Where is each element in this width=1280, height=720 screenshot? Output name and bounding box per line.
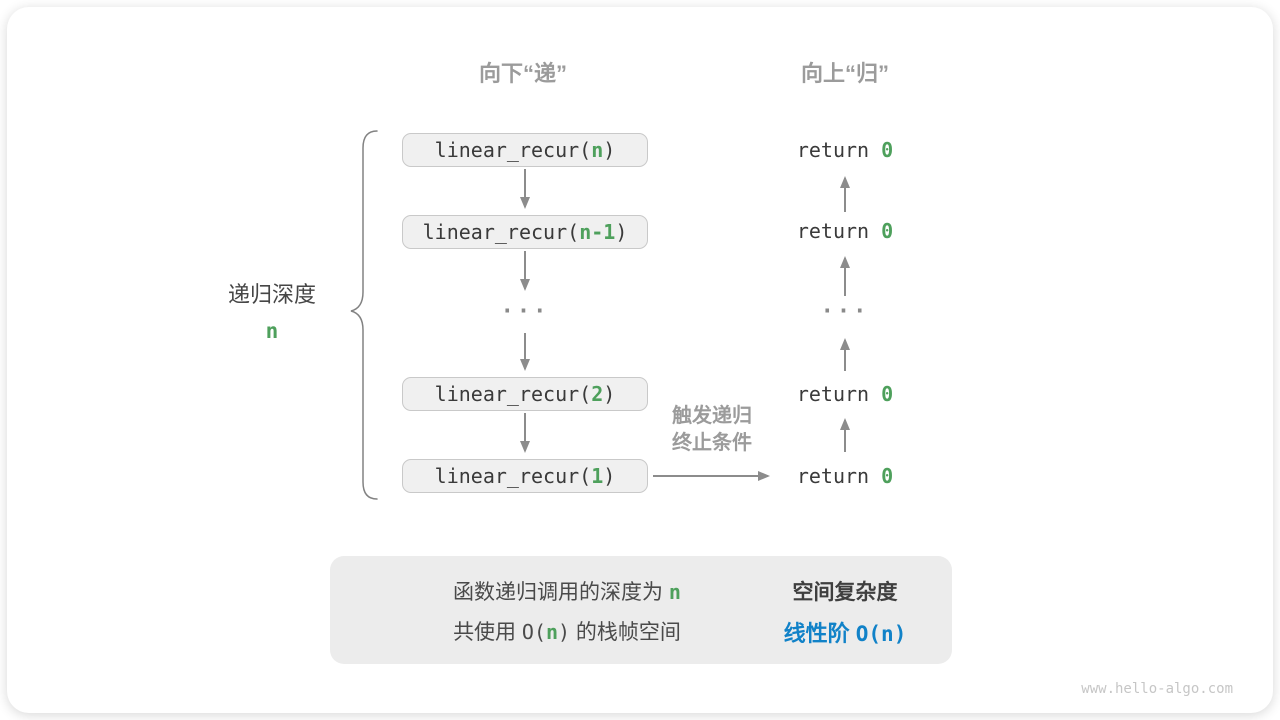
call-text: linear_recur(	[422, 220, 580, 244]
return-row-1: return 0	[797, 138, 893, 162]
return-row-4: return 0	[797, 464, 893, 488]
result-order: 线性阶	[783, 621, 856, 646]
header-ascend: 向上“归”	[800, 61, 890, 86]
summary-box	[330, 556, 952, 664]
summary-text: 函数递归调用的深度为	[453, 581, 669, 604]
trigger-line-1: 触发递归	[672, 405, 752, 427]
summary-arg: n	[668, 580, 681, 604]
call-box-n-1: linear_recur(n-1)	[402, 215, 648, 249]
call-text: linear_recur(	[434, 464, 592, 488]
call-text: linear_recur(	[434, 382, 592, 406]
watermark: www.hello-algo.com	[1081, 681, 1233, 697]
call-box-2: linear_recur(2)	[402, 377, 648, 411]
call-arg: 1	[591, 464, 604, 488]
summary-arg: n	[546, 620, 559, 644]
call-box-1: linear_recur(1)	[402, 459, 648, 493]
return-row-2: return 0	[797, 219, 893, 243]
result-title: 空间复杂度	[792, 581, 898, 604]
call-close: )	[615, 220, 628, 244]
return-value: 0	[881, 138, 894, 162]
call-close: )	[603, 138, 616, 162]
depth-label: 递归深度	[227, 282, 317, 307]
trigger-label: 触发递归 终止条件	[672, 403, 752, 457]
header-descend: 向下“递”	[478, 61, 568, 86]
summary-text: 的栈帧空间	[570, 621, 681, 644]
return-value: 0	[881, 382, 894, 406]
result-big-o: O(n)	[855, 622, 907, 646]
call-text: linear_recur(	[434, 138, 592, 162]
ellipsis-right: ...	[820, 293, 870, 319]
summary-line-2: 共使用 O(n) 的栈帧空间	[453, 616, 681, 646]
depth-value: n	[265, 319, 279, 343]
return-row-3: return 0	[797, 382, 893, 406]
return-value: 0	[881, 464, 894, 488]
summary-line-1: 函数递归调用的深度为 n	[453, 576, 681, 606]
return-value: 0	[881, 219, 894, 243]
call-close: )	[603, 382, 616, 406]
big-o-close: )	[558, 620, 571, 644]
ellipsis-left: ...	[500, 293, 550, 319]
depth-brace	[350, 130, 378, 500]
call-arg: n	[591, 138, 604, 162]
return-keyword: return	[796, 464, 882, 488]
call-arg: n-1	[579, 220, 616, 244]
call-box-n: linear_recur(n)	[402, 133, 648, 167]
big-o-open: O(	[521, 620, 546, 644]
trigger-line-2: 终止条件	[672, 432, 752, 454]
return-keyword: return	[796, 382, 882, 406]
call-arg: 2	[591, 382, 604, 406]
call-close: )	[603, 464, 616, 488]
summary-text: 共使用	[453, 621, 522, 644]
return-keyword: return	[796, 138, 882, 162]
result-value: 线性阶 O(n)	[784, 616, 907, 648]
return-keyword: return	[796, 219, 882, 243]
